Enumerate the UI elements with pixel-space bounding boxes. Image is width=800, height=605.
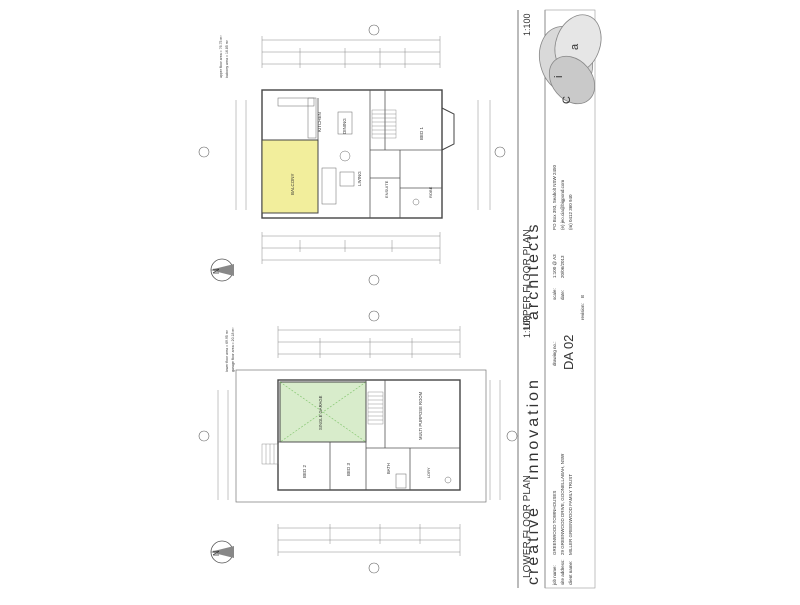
firm-name-innovation: innovation (525, 377, 542, 480)
room-label-multi-purpose-room: MULTI PURPOSE ROOM (418, 391, 423, 440)
upper-interior-walls (317, 90, 442, 218)
section-marker-bottom-lower (368, 562, 380, 574)
room-label-living: LIVING (357, 171, 362, 186)
lower-stairs (367, 391, 384, 425)
site-address-label: site address: (560, 559, 565, 585)
logo-letter-i: i (553, 76, 565, 78)
garage-area (279, 381, 367, 443)
north-label-lower: N (212, 550, 221, 556)
upper-plan-title: UPPER FLOOR PLAN (522, 229, 533, 330)
lower-area-note-1: lower floor area = 69.95 m² (225, 329, 229, 372)
upper-plan-scale: 1:100 (522, 13, 532, 36)
ensuite-toilet (412, 198, 420, 206)
room-label-robe: ROBE (428, 186, 433, 198)
job-name-value: GREENWOOD TOWNHOUSES (552, 491, 557, 555)
firm-phone: (m) 0412 360 940 (568, 194, 573, 230)
revision-value: B (580, 295, 585, 298)
section-marker-top-upper (368, 24, 380, 36)
living-armchair (339, 150, 351, 162)
section-marker-left-lower (198, 430, 210, 442)
kitchen-counter (277, 97, 315, 107)
entry-steps (261, 443, 279, 465)
upper-floor-plan: BALCONY KITCHEN DINING LIVING (198, 24, 506, 286)
firm-email: (e) jeo.cia@bigpond.com (560, 180, 565, 230)
bed-1-bay-window (441, 107, 455, 151)
section-marker-top-lower (368, 310, 380, 322)
bath-tub (395, 473, 407, 489)
room-label-ensuite: ENSUITE (384, 180, 389, 198)
room-label-kitchen: KITCHEN (317, 112, 322, 132)
living-coffee-table (339, 171, 355, 187)
drawing-no-label: drawing no.: (552, 341, 557, 366)
upper-dimensions (235, 36, 491, 264)
firm-logo: C i a (538, 14, 602, 105)
upper-area-note-1: upper floor area = 76.75 m² (219, 35, 223, 78)
scale-label: scale: (552, 288, 557, 300)
lower-dimensions (217, 326, 501, 556)
logo-letter-c: C (561, 96, 573, 104)
title-block: C i a creative innovation architects PO … (517, 9, 602, 589)
upper-area-note-2: balcony area = 16.85 m² (225, 39, 229, 78)
lower-plan-scale: 1:100 (522, 315, 532, 338)
balcony-area (261, 139, 319, 214)
job-name-label: job name: (552, 565, 557, 586)
lower-outer-wall (277, 379, 461, 491)
north-arrow-upper: N (210, 258, 234, 282)
living-sofa (321, 167, 337, 205)
date-label: date: (560, 290, 565, 300)
site-boundary (235, 369, 487, 503)
firm-name-architects: architects (525, 222, 542, 320)
date-value: 20/06/2013 (560, 255, 565, 278)
revision-label: revision: (580, 303, 585, 320)
client-name-value: MILLER GREENWOOD FAMILY TRUST (568, 474, 573, 555)
scale-value: 1:100 @ A3 (552, 254, 557, 278)
site-address-value: 29 GREENWOOD DRIVE, GOONELLABAH, NSW (560, 453, 565, 555)
section-marker-left-upper (198, 146, 210, 158)
room-label-dining: DINING (342, 118, 347, 134)
section-marker-bottom-upper (368, 274, 380, 286)
firm-address: PO Box 393, Seaholt NSW 2450 (552, 164, 557, 230)
north-arrow-lower: N (210, 540, 234, 564)
room-label-bed-2: BED 2 (302, 464, 307, 478)
section-marker-right-upper (494, 146, 506, 158)
room-label-laundry: LDRY (426, 467, 431, 478)
client-name-label: client name: (568, 561, 573, 585)
room-label-bath: BATH (386, 463, 391, 474)
lower-floor-plan: SINGLE GARAGE MULTI PURPOSE ROOM BED 2 B… (198, 310, 518, 574)
firm-name-creative: creative (525, 505, 542, 585)
north-label-upper: N (212, 268, 221, 274)
lower-plan-title: LOWER FLOOR PLAN (522, 475, 533, 578)
room-label-single-garage: SINGLE GARAGE (318, 395, 323, 430)
drawing-no-value: DA 02 (561, 335, 576, 370)
room-label-bed-3: BED 3 (346, 462, 351, 476)
room-label-bed-1: BED 1 (419, 126, 424, 140)
laundry-tub (444, 476, 452, 484)
section-marker-right-lower (506, 430, 518, 442)
upper-stairs (371, 109, 397, 139)
room-label-balcony: BALCONY (290, 173, 295, 195)
kitchen-bench (307, 97, 317, 139)
lower-area-note-2: garage floor area = 20.18 m² (231, 327, 235, 372)
lower-interior-walls (278, 380, 460, 490)
logo-letter-a: a (569, 43, 581, 50)
dining-table (337, 111, 353, 135)
